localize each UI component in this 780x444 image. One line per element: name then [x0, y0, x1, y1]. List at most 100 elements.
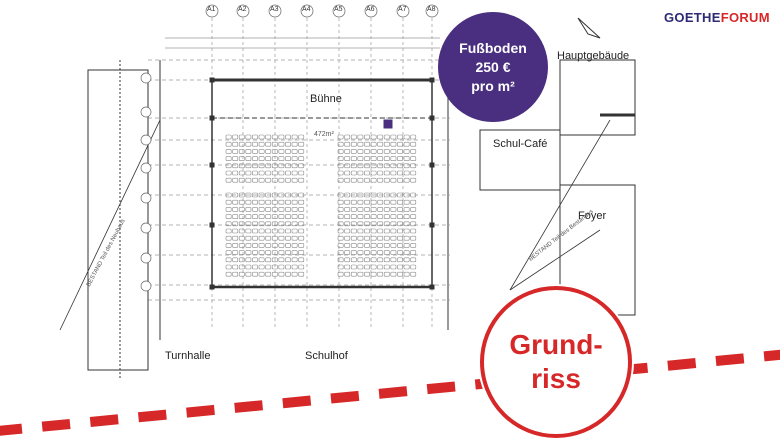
seat [344, 250, 351, 255]
seat [390, 214, 397, 219]
seat [252, 271, 258, 277]
seat [377, 170, 384, 176]
structural-column [209, 115, 215, 121]
seat [350, 177, 357, 183]
seat [225, 192, 232, 198]
seat [232, 141, 239, 147]
seat [377, 199, 384, 205]
seat [225, 177, 232, 183]
seat [291, 264, 298, 270]
seat [410, 250, 417, 255]
seat [390, 149, 397, 154]
seat [278, 221, 285, 227]
badge-line-2: riss [531, 363, 581, 394]
seat [278, 207, 285, 212]
seat [357, 163, 364, 169]
seat [245, 177, 252, 183]
seat [370, 177, 377, 183]
seat [258, 271, 265, 277]
seat [252, 163, 258, 169]
seat [377, 257, 384, 263]
seat [258, 163, 265, 169]
seat [265, 250, 272, 255]
seat [285, 250, 291, 255]
seat [337, 149, 344, 154]
seat [377, 264, 384, 270]
seat [291, 170, 298, 176]
structural-column [209, 77, 215, 83]
axis-head-circle [140, 72, 152, 84]
seat [298, 243, 305, 248]
red-dash-segment [378, 386, 408, 399]
seat [265, 163, 272, 169]
seat [370, 192, 377, 198]
seat [252, 141, 258, 147]
seat [271, 199, 278, 205]
seat [350, 156, 357, 161]
floor-sample-marker [383, 119, 393, 129]
seat [357, 221, 364, 227]
seat [364, 250, 370, 255]
structural-column [429, 162, 435, 168]
seat [403, 250, 410, 255]
seat [403, 243, 410, 248]
seat [232, 228, 239, 234]
seat [383, 271, 390, 277]
red-dash-segment [186, 404, 215, 418]
seat [397, 177, 403, 183]
seat [364, 192, 370, 198]
seat [271, 177, 278, 183]
seat [258, 207, 265, 212]
seat [265, 192, 272, 198]
seat [403, 134, 410, 140]
axis-head-circle [300, 4, 314, 18]
seat [298, 156, 305, 161]
seat [232, 177, 239, 183]
seat [245, 264, 252, 270]
seat [403, 163, 410, 169]
seat [245, 192, 252, 198]
seat [225, 134, 232, 140]
seat [298, 177, 305, 183]
seat [397, 207, 403, 212]
seat [291, 177, 298, 183]
seat [265, 156, 272, 161]
red-dash-segment [234, 400, 264, 413]
seat [337, 235, 344, 241]
seat [410, 264, 417, 270]
seat [344, 199, 351, 205]
seat [245, 221, 252, 227]
seat [225, 156, 232, 161]
seat [245, 199, 252, 205]
seat [383, 134, 390, 140]
seat [364, 235, 370, 241]
axis-head-circle [425, 4, 439, 18]
axis-head-circle [140, 162, 152, 174]
seat [364, 264, 370, 270]
seat [383, 250, 390, 255]
seat [397, 235, 403, 241]
seat [278, 149, 285, 154]
seat [232, 264, 239, 270]
seat [252, 149, 258, 154]
seat [285, 243, 291, 248]
axis-head-circle [140, 192, 152, 204]
room-label-turnhalle: Turnhalle [165, 350, 211, 362]
bestand-boundary-left [59, 119, 161, 331]
seat [390, 177, 397, 183]
seat [397, 264, 403, 270]
seat [225, 264, 232, 270]
seat [298, 257, 305, 263]
seat [403, 271, 410, 277]
seat [265, 141, 272, 147]
seat [278, 192, 285, 198]
seat [364, 221, 370, 227]
seat [410, 207, 417, 212]
seat [377, 177, 384, 183]
seat [364, 149, 370, 154]
seat [278, 134, 285, 140]
seat [258, 170, 265, 176]
axis-head-circle [140, 280, 152, 292]
structural-column [209, 162, 215, 168]
seat [278, 177, 285, 183]
